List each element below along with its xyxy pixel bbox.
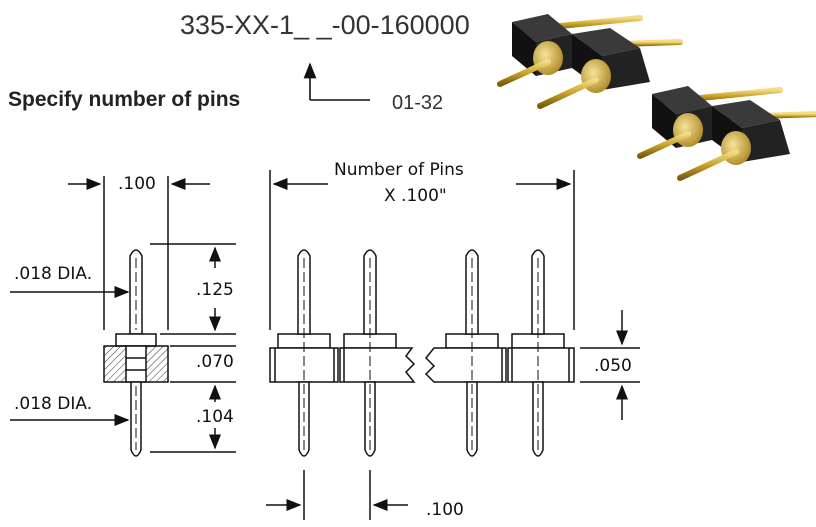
pin-count-pointer (303, 62, 370, 101)
lower-pin-dim: .104 (196, 407, 234, 427)
times-pitch-label: X .100" (384, 186, 447, 206)
side-view (10, 176, 236, 457)
dia-top-label: .018 DIA. (14, 264, 93, 284)
upper-pin-dim: .125 (196, 280, 234, 300)
pitch-top-label: .100 (118, 174, 156, 194)
part-number: 335-XX-1_ _-00-160000 (180, 10, 470, 40)
front-view (266, 170, 640, 520)
body-height-dim: .050 (594, 356, 632, 376)
number-of-pins-label: Number of Pins (334, 160, 464, 180)
specify-label: Specify number of pins (8, 88, 241, 111)
product-photo (497, 14, 816, 181)
pin-range: 01-32 (392, 92, 444, 114)
insulator-dim: .070 (196, 352, 234, 372)
dia-bottom-label: .018 DIA. (14, 394, 93, 414)
pitch-bottom-label: .100 (426, 500, 464, 520)
